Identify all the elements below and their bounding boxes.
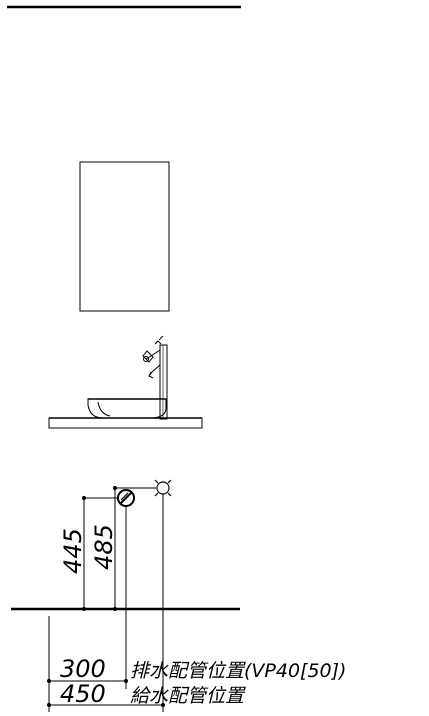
dim-300-label: 300 (60, 655, 106, 683)
dim-445-label: 445 (59, 528, 87, 574)
dim-450-label: 450 (60, 680, 106, 708)
supply-position-label: 給水配管位置 (130, 685, 246, 707)
mirror (79, 161, 170, 312)
dimension-lines (47, 486, 165, 712)
counter-top (48, 417, 203, 429)
drain-pipe-symbol (117, 489, 135, 507)
dim-485-label: 485 (90, 524, 118, 570)
vessel-basin (87, 398, 167, 419)
faucet (142, 335, 168, 420)
supply-pipe-symbol (154, 479, 172, 497)
drain-position-label: 排水配管位置(VP40[50]) (130, 660, 346, 682)
